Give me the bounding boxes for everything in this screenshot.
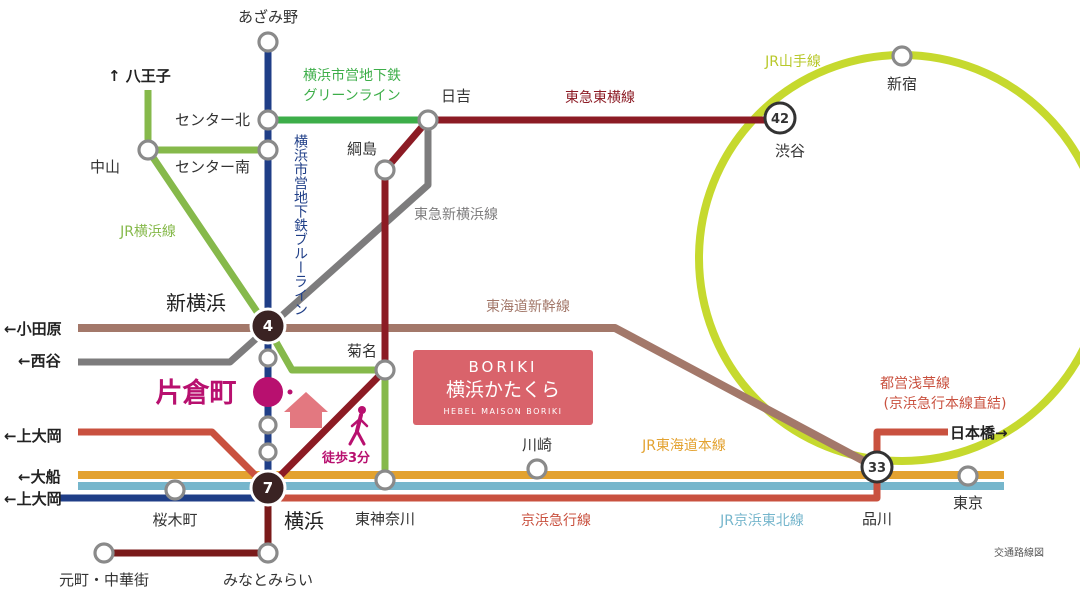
direction-kamiooka-2: ←上大岡 — [4, 490, 62, 508]
station-tsunashima-marker[interactable] — [374, 159, 396, 181]
keikyu-line-north — [78, 428, 271, 491]
katakuramachi-dot — [287, 389, 293, 395]
label-shinagawa: 品川 — [862, 510, 892, 528]
label-sakuragicho: 桜木町 — [152, 511, 197, 529]
label-minatomirai: みなとみらい — [223, 571, 313, 589]
label-tokyo: 東京 — [953, 494, 983, 512]
label-center-minami: センター南 — [175, 158, 250, 176]
label-shinjuku: 新宿 — [887, 75, 917, 93]
station-tokyo-marker[interactable] — [957, 465, 979, 487]
hub-shinagawa-number: 33 — [868, 461, 886, 476]
station-nakayama-marker[interactable] — [137, 139, 159, 161]
line-asakusa-name-2: (京浜急行本線直結) — [884, 395, 1007, 412]
station-blue-2-marker[interactable] — [258, 415, 278, 435]
line-green-name-1: 横浜市営地下鉄 — [303, 67, 401, 84]
station-minatomirai-marker[interactable] — [257, 542, 279, 564]
label-katakuramachi: 片倉町 — [156, 377, 237, 409]
line-toyoko-name: 東急東横線 — [565, 90, 635, 106]
station-center-kita-marker[interactable] — [257, 109, 279, 131]
walk-time: 徒歩3分 — [321, 450, 370, 466]
station-motomachi-marker[interactable] — [93, 542, 115, 564]
station-blue-3-marker[interactable] — [258, 442, 278, 462]
station-azamino-marker[interactable] — [257, 31, 279, 53]
label-motomachi: 元町・中華街 — [59, 571, 149, 589]
brand-line-3: HEBEL MAISON BORIKI — [444, 407, 563, 416]
hub-shin-yokohama[interactable]: 4 — [249, 307, 287, 345]
house-icon — [284, 392, 328, 428]
station-hiyoshi-marker[interactable] — [417, 109, 439, 131]
line-keihin-tohoku-name: JR京浜東北線 — [719, 513, 804, 529]
brand-line-1: BORIKI — [469, 358, 538, 376]
label-kikuna: 菊名 — [347, 342, 377, 360]
direction-nihonbashi: 日本橋→ — [950, 424, 1008, 442]
label-hiyoshi: 日吉 — [441, 87, 471, 105]
label-kawasaki: 川崎 — [522, 436, 552, 454]
station-katakuramachi-marker[interactable] — [253, 377, 283, 407]
line-shinkansen-name: 東海道新幹線 — [486, 298, 570, 315]
line-tokaido-name: JR東海道本線 — [641, 438, 726, 454]
hub-shibuya[interactable]: 42 — [763, 101, 797, 135]
label-nakayama: 中山 — [90, 158, 120, 176]
hub-shibuya-number: 42 — [771, 112, 789, 127]
direction-odawara: ←小田原 — [4, 320, 62, 338]
direction-nishiya: ←西谷 — [18, 352, 62, 370]
station-blue-1-marker[interactable] — [258, 348, 278, 368]
map-caption: 交通路線図 — [994, 546, 1044, 559]
line-blue-name: 横浜市営地下鉄ブルーライン — [292, 134, 308, 316]
hub-yokohama-number: 7 — [263, 479, 273, 497]
line-asakusa-name-1: 都営浅草線 — [880, 376, 950, 392]
direction-hachioji: ↑ 八王子 — [108, 67, 171, 85]
brand-box[interactable]: BORIKI 横浜かたくら HEBEL MAISON BORIKI — [413, 350, 593, 425]
label-higashi-kanagawa: 東神奈川 — [355, 510, 415, 528]
station-kawasaki-marker[interactable] — [526, 458, 548, 480]
label-azamino: あざみ野 — [238, 8, 298, 26]
line-shin-yokohama-name: 東急新横浜線 — [414, 207, 498, 223]
walking-person-icon — [348, 406, 369, 446]
line-green-name-2: グリーンライン — [303, 88, 400, 104]
line-jr-yokohama-name: JR横浜線 — [119, 224, 176, 240]
label-tsunashima: 綱島 — [347, 140, 377, 158]
hub-shinagawa[interactable]: 33 — [860, 450, 894, 484]
label-yokohama: 横浜 — [284, 509, 324, 533]
hub-yokohama[interactable]: 7 — [249, 469, 287, 507]
station-higashi-kanagawa-marker[interactable] — [374, 469, 396, 491]
hub-shin-yokohama-number: 4 — [263, 317, 273, 335]
label-center-kita: センター北 — [175, 111, 250, 129]
label-shin-yokohama: 新横浜 — [166, 291, 226, 315]
line-keikyu-name: 京浜急行線 — [521, 513, 591, 529]
station-shinjuku-marker[interactable] — [891, 45, 913, 67]
station-center-minami-marker[interactable] — [257, 139, 279, 161]
direction-kamiooka-1: ←上大岡 — [4, 427, 62, 445]
label-shibuya: 渋谷 — [775, 142, 805, 160]
station-kikuna-marker[interactable] — [374, 359, 396, 381]
brand-line-2: 横浜かたくら — [446, 379, 560, 401]
line-yamanote-name: JR山手線 — [764, 54, 821, 70]
direction-ofuna: ←大船 — [18, 468, 61, 486]
station-sakuragicho-marker[interactable] — [164, 479, 186, 501]
